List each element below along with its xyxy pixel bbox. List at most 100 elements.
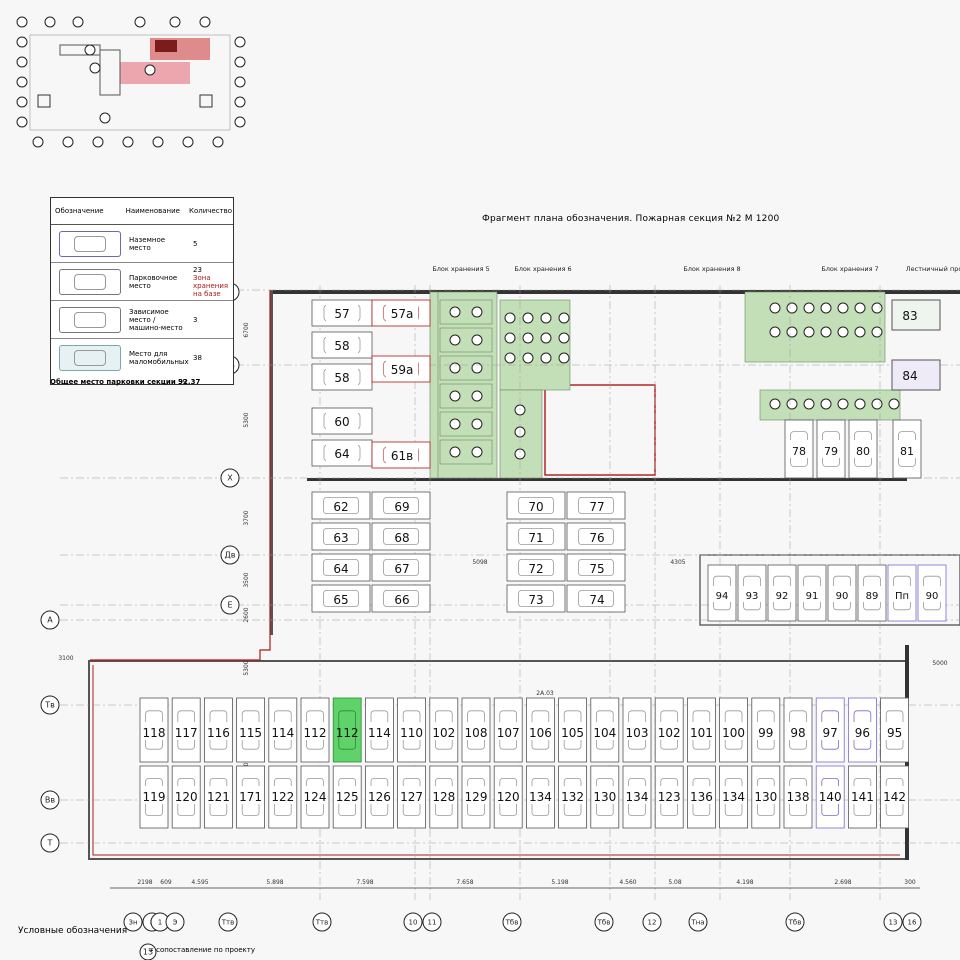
legend-col-symbol: Обозначение [55,207,104,215]
space-number: 108 [465,726,488,740]
legend-row-name: Парковочное место [129,273,178,290]
space-number: 89 [866,591,879,602]
space-number: 136 [690,790,713,804]
storage-zone [744,291,886,363]
storage-zone [429,291,439,479]
storage-cell [439,439,493,465]
axis-bottom-marker [123,912,143,932]
dimension-label: 3500 [243,572,250,587]
space-number: 93 [746,591,759,602]
storage-cell-marker [871,398,883,410]
space-number: 79 [824,445,838,458]
dimension-label: 300 [904,879,916,886]
storage-cell-marker [522,352,534,364]
axis-marker-label: А [47,616,53,625]
parking-space [311,553,371,582]
space-number: 130 [754,790,777,804]
space-number-bg [431,722,456,740]
space-number-bg [921,586,943,602]
space-number-bg [853,440,873,458]
space-number-bg [891,586,913,602]
axis-marker-label: Вв [45,796,55,805]
car-icon [383,559,419,577]
space-number: 112 [336,726,359,740]
car-icon [338,710,356,750]
space-number: 95 [887,726,902,740]
car-space-icon [59,344,121,371]
key-plan-marker [16,96,28,108]
space-number-bg [399,786,424,804]
space-number: 57а [391,307,414,321]
space-number-bg [431,786,456,804]
dimension-label: 6700 [243,322,250,337]
dimension-label: 5.898 [266,879,283,886]
storage-room [891,359,941,391]
space-number-bg [689,786,714,804]
space-number-bg [818,786,843,804]
space-number-bg [771,586,793,602]
storage-cell-marker [558,352,570,364]
car-icon [578,496,614,514]
space-number: 134 [722,790,745,804]
key-plan [29,34,231,131]
space-number-bg [801,586,823,602]
space-number: Пп [895,591,909,602]
storage-cell [439,299,493,325]
axis-left-marker [220,595,240,615]
storage-cell-marker [504,352,516,364]
space-number-bg [821,440,841,458]
space-number: 73 [528,593,543,607]
axis-bottom-marker [883,912,903,932]
axis-marker-label: Зн [128,918,137,926]
space-number-bg [303,722,327,740]
car-icon [323,559,359,577]
footer-note: = сопоставление по проекту [148,946,256,954]
axis-marker-label: Ттв [221,918,234,926]
key-plan-marker [32,136,44,148]
parking-space [566,553,626,582]
legend-row-name: Зависимое место / машино-место [129,307,183,332]
storage-cell-marker [540,312,552,324]
axis-marker-label: 16 [908,918,917,926]
space-number-bg [238,722,263,740]
footer-title: Условные обозначения [18,926,128,936]
axis-marker-label: 13 [143,948,153,957]
space-number-bg [174,722,199,740]
key-plan-marker [152,136,164,148]
space-number: 67 [394,562,409,576]
space-number: 72 [528,562,543,576]
space-number: 106 [529,726,552,740]
car-icon [518,559,554,577]
space-number-bg [753,786,778,804]
space-number-bg [303,786,327,804]
space-number-bg [326,368,358,386]
space-number-bg [592,722,617,740]
parking-space [371,553,431,582]
storage-cell-marker [854,398,866,410]
storage-cell-marker [803,398,815,410]
legend-row-name: Наземное место [129,235,166,252]
axis-marker-label: 13 [889,918,898,926]
key-plan-marker [234,36,246,48]
space-number: 100 [722,726,745,740]
key-plan-marker [234,116,246,128]
legend-total: Общее место парковки секции 92.37 39 [50,378,250,386]
storage-cell-marker [471,390,483,402]
axis-marker-label: Дв [225,551,236,560]
space-number-bg [789,440,809,458]
space-number: 58 [334,371,349,385]
key-plan-marker [16,16,28,28]
space-number-bg [741,586,763,602]
section-label: Блок хранения 5 [432,265,489,273]
legend-row-count: 5 [193,239,198,248]
storage-cell [439,411,493,437]
space-number: 71 [528,531,543,545]
dimension-label: 7.658 [456,879,473,886]
space-number: 69 [394,500,409,514]
space-number: 75 [589,562,604,576]
storage-cell-marker [558,312,570,324]
space-number: 68 [394,531,409,545]
storage-room [891,299,941,331]
axis-left-marker [40,790,60,810]
